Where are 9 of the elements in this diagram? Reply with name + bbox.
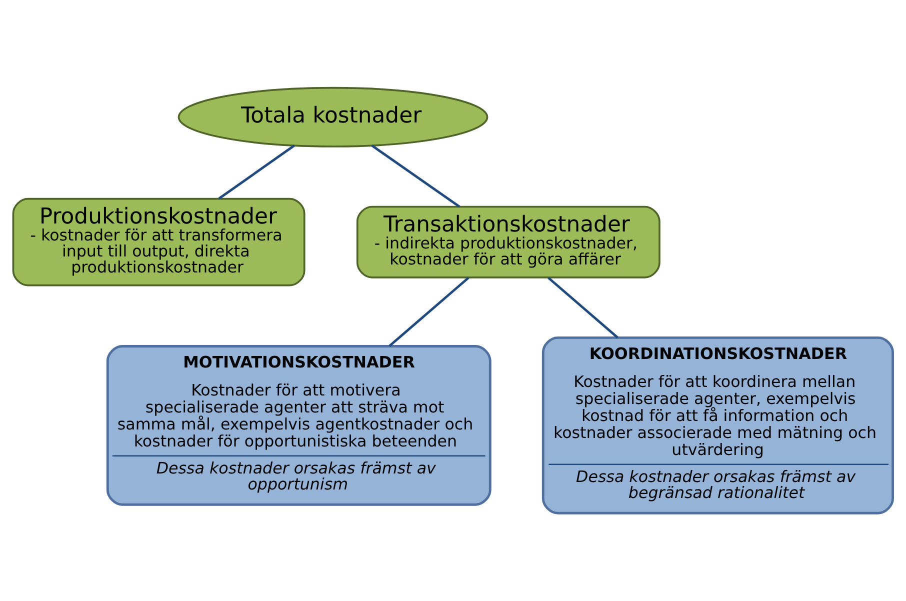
node-ellipse: Totala kostnader bbox=[178, 86, 488, 148]
node-box: KOORDINATIONSKOSTNADER Kostnader för att koordinera mellan specialiserade agenter, exempelvis kostnad för att få information och kostnader associerade med mätning och utvärdering Dessa kostnader orsakas främst av begränsad rationalitet bbox=[542, 336, 894, 514]
connector bbox=[371, 144, 460, 208]
node-box: MOTIVATIONSKOSTNADER Kostnader för att motivera specialiserade agenter att sträva mot samma mål, exempelvis agentkostnader och kostnader för opportunistiska beteenden Dessa kostnader orsakas främst av opportunism bbox=[106, 345, 492, 506]
node-box: Produktionskostnader - kostnader för att transformera input till output, direkta produktionskostnader bbox=[12, 198, 306, 286]
connector bbox=[388, 276, 470, 347]
connector bbox=[218, 144, 296, 200]
node-box: Transaktionskostnader - indirekta produktionskostnader, kostnader för att göra affärer bbox=[356, 206, 660, 278]
connector bbox=[548, 276, 619, 339]
